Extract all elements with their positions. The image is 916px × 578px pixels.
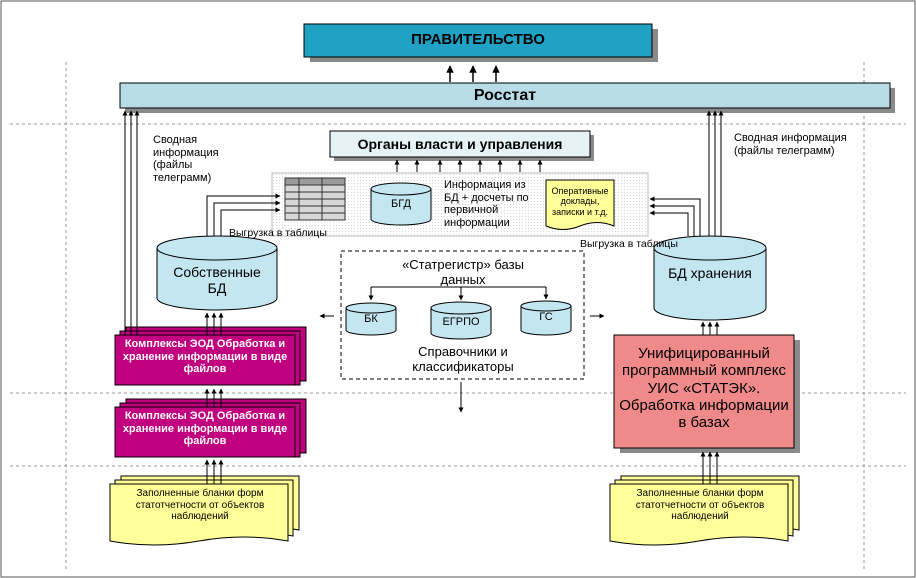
directories-label: Справочники и классификаторы: [412, 345, 514, 374]
right-filled-forms-label: Заполненные бланки форм статотчетности о…: [635, 488, 765, 522]
authorities-label: Органы власти и управления: [357, 136, 563, 152]
arrows-to-authorities: [394, 159, 543, 172]
statregistr-label: «Статрегистр» базы данных: [402, 258, 524, 286]
bgd-cylinder: [370, 182, 432, 226]
egrpo-label: ЕГРПО: [442, 316, 480, 328]
uis-complex-label: Унифицированный программный комплекс УИС…: [619, 345, 789, 431]
left-filled-forms-label: Заполненные бланки форм статотчетности о…: [135, 488, 265, 522]
right-summary-info-label: Сводная информация (файлы телеграмм): [734, 132, 847, 157]
eod-complex-1-label: Комплексы ЭОД Обработка и хранение инфор…: [122, 338, 288, 376]
left-forms-stack: [109, 475, 300, 546]
left-upload-tables-label: Выгрузка в таблицы: [229, 227, 327, 239]
left-table-arrows: [206, 193, 281, 236]
right-up-arrows: [700, 110, 724, 484]
operational-reports-label: Оперативные доклады, записки и т.д.: [551, 186, 609, 217]
eod-complex-2-label: Комплексы ЭОД Обработка и хранение инфор…: [122, 410, 288, 448]
government-label: ПРАВИТЕЛЬСТВО: [411, 31, 545, 48]
statregistr-arrows: [368, 286, 549, 301]
rosstat-label: Росстат: [473, 87, 537, 104]
uis-complex-box: [613, 334, 795, 449]
statregistr-side-arrows: [319, 313, 605, 413]
operational-reports-doc: [545, 179, 615, 230]
storage-db-cylinder: [653, 235, 767, 321]
government-box: [303, 23, 653, 58]
left-summary-info-label: Сводная информация (файлы телеграмм): [153, 134, 219, 184]
own-db-cylinder: [156, 235, 278, 311]
right-forms-stack: [609, 475, 800, 546]
eod-complex-2-stack: [114, 398, 307, 458]
arrows-to-government: [446, 65, 500, 82]
right-table-arrows: [649, 196, 701, 236]
eod-complex-1-stack: [114, 326, 307, 386]
gs-cylinder: [520, 300, 572, 336]
info-from-db-label: Информация из БД + досчеты по первичной …: [444, 179, 529, 229]
bk-label: БК: [364, 313, 378, 325]
bgd-label: БГД: [391, 198, 411, 210]
authorities-box: [329, 130, 591, 158]
storage-db-label: БД хранения: [668, 265, 752, 281]
bk-cylinder: [345, 302, 397, 336]
table-icon: [284, 177, 346, 221]
egrpo-cylinder: [430, 301, 492, 340]
left-up-arrows: [122, 110, 224, 484]
own-db-label: Собственные БД: [173, 264, 261, 297]
gs-label: ГС: [539, 311, 553, 323]
right-upload-tables-label: Выгрузка в таблицы: [580, 238, 678, 250]
rosstat-box: [119, 82, 891, 109]
